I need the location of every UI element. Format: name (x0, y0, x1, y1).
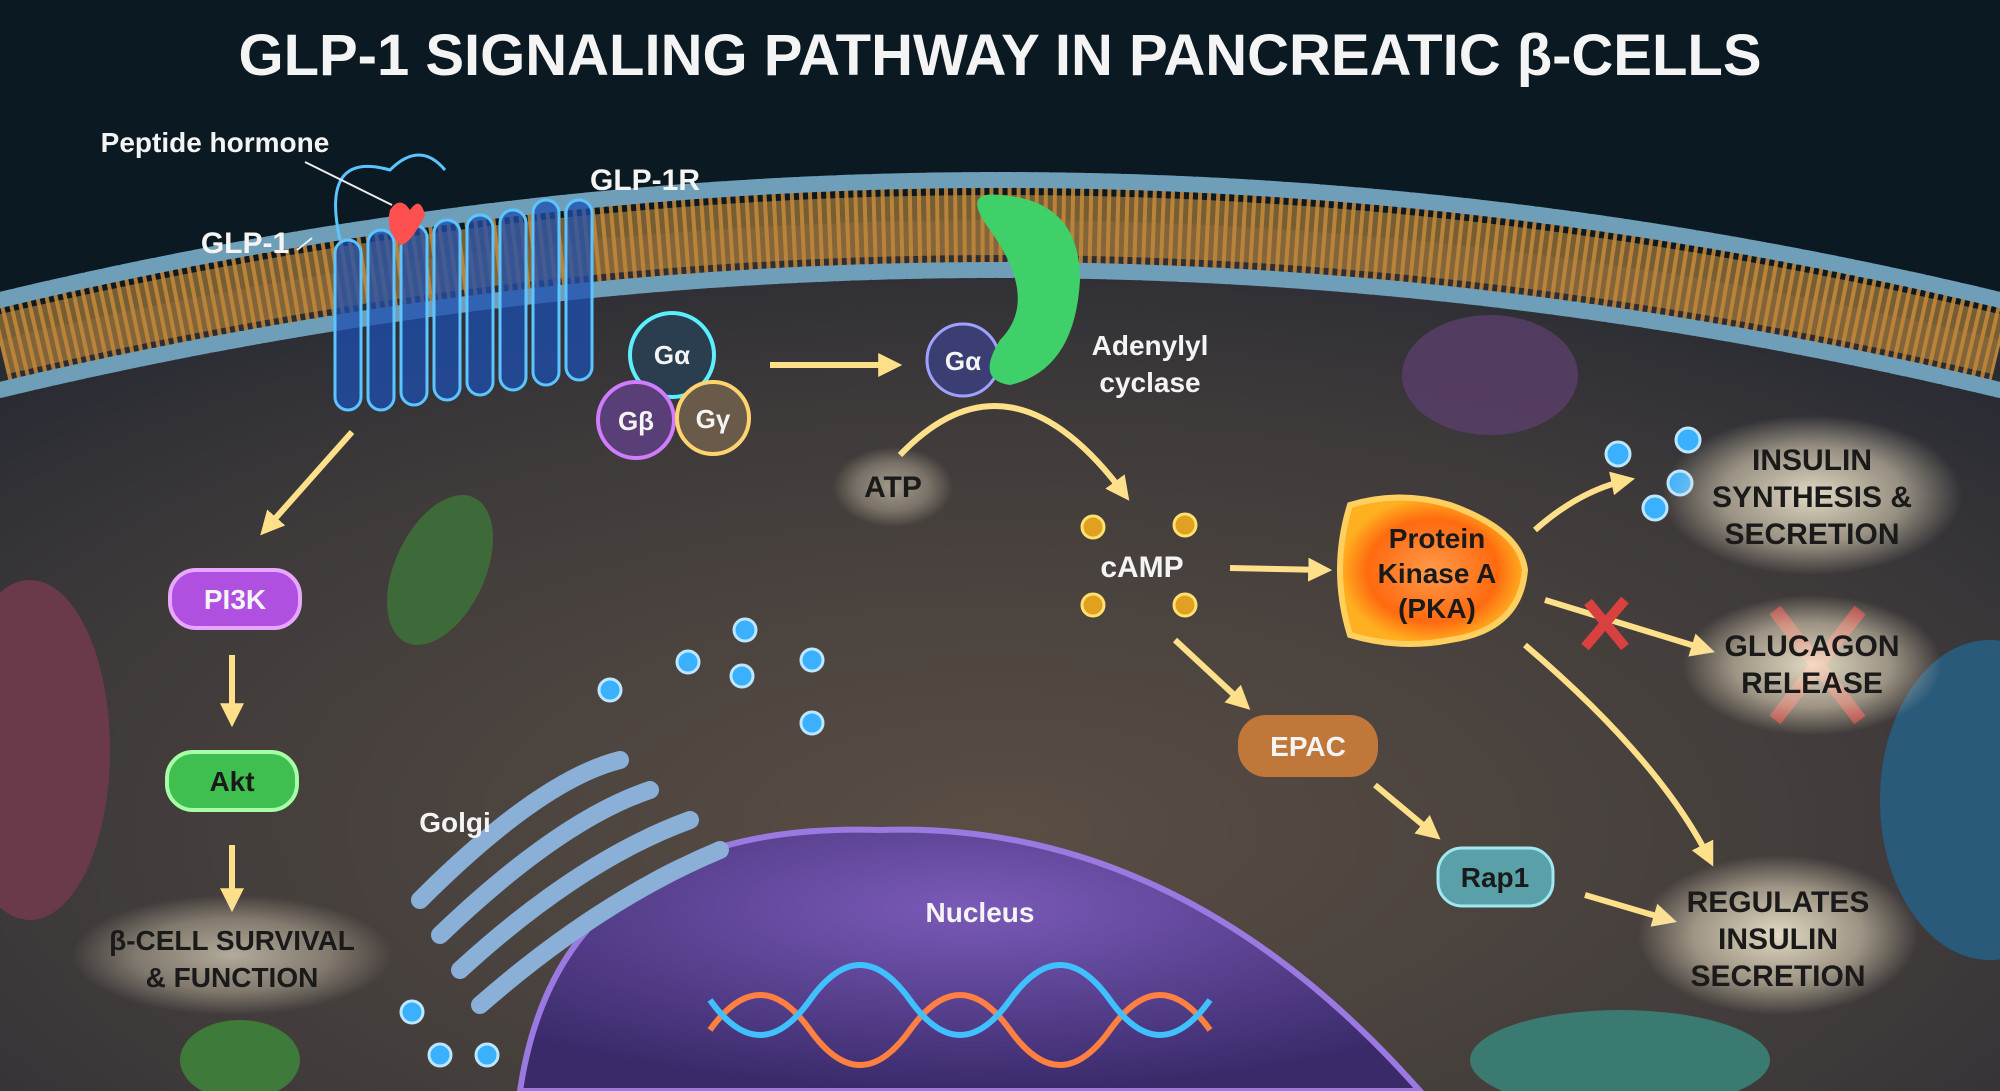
epac-node (1238, 715, 1378, 777)
page-title: GLP-1 SIGNALING PATHWAY IN PANCREATIC β-… (238, 23, 1761, 88)
label-regulates-2: INSULIN (1718, 923, 1838, 956)
label-insulin-2: SYNTHESIS & (1712, 481, 1912, 514)
label-g-alpha: Gα (654, 340, 690, 370)
label-atp: ATP (864, 471, 922, 504)
arrow-pka-to-glucagon (1544, 597, 1715, 657)
arrow-atp-to-camp (897, 403, 1130, 501)
label-nucleus: Nucleus (926, 897, 1035, 928)
label-epac: EPAC (1270, 731, 1346, 762)
pi3k-node (168, 568, 302, 630)
glp1-peptide-icon (388, 202, 425, 245)
g-gamma-subunit (675, 380, 751, 456)
label-g-alpha-active: Gα (945, 346, 981, 376)
label-pi3k: PI3K (204, 584, 266, 615)
label-survival-2: & FUNCTION (146, 962, 319, 993)
label-g-gamma: Gγ (696, 404, 731, 434)
glp1r-receptor (333, 153, 594, 412)
label-regulates-3: SECRETION (1690, 960, 1865, 993)
label-g-beta: Gβ (618, 406, 654, 436)
label-peptide-hormone: Peptide hormone (101, 127, 330, 158)
inhibit-x-icon (1581, 596, 1629, 651)
er-organelle (0, 580, 110, 920)
golgi-apparatus (411, 751, 729, 1014)
vesicle-organelle (1402, 315, 1578, 435)
glp1-pointer (296, 237, 313, 251)
camp-molecules (1080, 512, 1198, 618)
label-rap1: Rap1 (1461, 862, 1529, 893)
arrow-epac-to-rap1 (1373, 782, 1441, 840)
label-glp1r: GLP-1R (590, 164, 700, 197)
mitochondrion-icon-2 (180, 1020, 300, 1091)
label-glucagon-2: RELEASE (1741, 667, 1883, 700)
akt-node (165, 750, 299, 812)
organelle-right (1880, 640, 2000, 960)
label-regulates-1: REGULATES (1687, 886, 1870, 919)
label-pka-1: Protein (1389, 523, 1485, 554)
rap1-node (1436, 846, 1555, 908)
arrow-pka-to-insulin (1533, 471, 1636, 533)
label-insulin-1: INSULIN (1752, 444, 1872, 477)
arrow-receptor-to-pi3k (260, 430, 355, 536)
label-pka-3: (PKA) (1398, 593, 1476, 624)
g-alpha-subunit (628, 311, 716, 399)
adenylyl-cyclase-icon (977, 194, 1080, 385)
label-adenylyl-cyclase-1: Adenylyl (1092, 330, 1209, 361)
label-akt: Akt (209, 766, 254, 797)
mitochondrion-icon (387, 495, 493, 645)
pathway-arrows (220, 353, 1715, 927)
label-golgi: Golgi (419, 807, 491, 838)
label-survival-1: β-CELL SURVIVAL (109, 925, 355, 956)
label-pka-2: Kinase A (1378, 558, 1497, 589)
nucleus (516, 826, 1425, 1091)
dna-strand-icon (707, 962, 1213, 1038)
label-glp1: GLP-1 (201, 227, 289, 260)
label-glucagon-1: GLUCAGON (1725, 630, 1900, 663)
arrow-camp-to-epac (1172, 637, 1251, 710)
arrow-pka-to-regulates (1523, 642, 1714, 867)
label-insulin-3: SECRETION (1724, 518, 1899, 551)
pka-node (1337, 494, 1529, 647)
peptide-pointer (304, 161, 393, 206)
label-camp: cAMP (1100, 551, 1183, 584)
mitochondrion-icon-3 (1470, 1010, 1770, 1091)
g-beta-subunit (596, 380, 676, 460)
arrow-camp-to-pka (1229, 557, 1333, 582)
label-adenylyl-cyclase-2: cyclase (1099, 367, 1200, 398)
insulin-granules (399, 426, 1702, 1068)
